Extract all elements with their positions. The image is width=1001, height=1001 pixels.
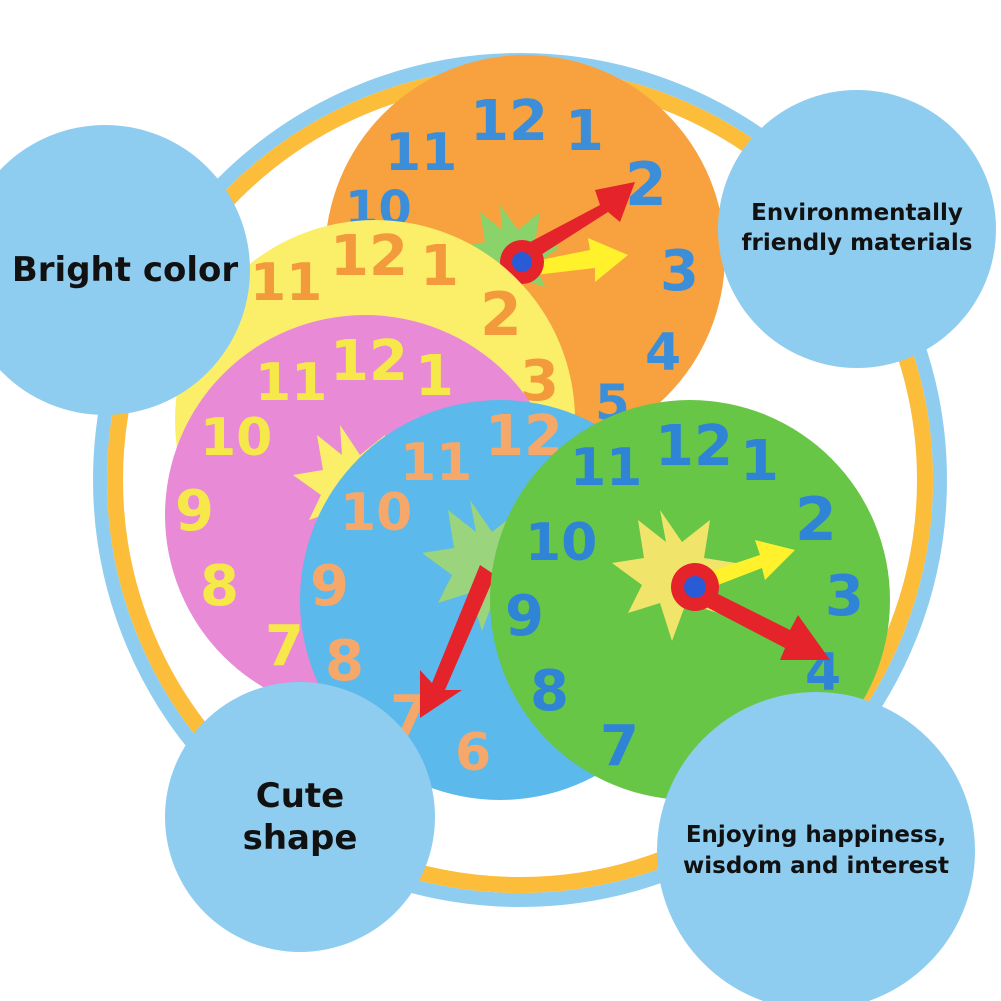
pink-clock-numeral: 11 [255,353,327,413]
blue-clock-numeral: 10 [340,483,412,543]
orange-clock-numeral: 3 [660,239,699,304]
green-clock-numeral: 3 [825,564,864,629]
blue-clock-numeral: 6 [455,723,491,783]
yellow-clock-numeral: 12 [330,224,408,289]
pink-clock-numeral: 8 [200,554,239,619]
green-clock-numeral: 9 [505,584,544,649]
yellow-clock-numeral: 2 [480,280,522,350]
feature-bubble-environment: Environmentally friendly materials [718,90,996,368]
feature-bubble-enjoy: Enjoying happiness, wisdom and interest [657,692,975,1001]
feature-bubble-cute-shape: Cute shape [165,682,435,952]
orange-clock-numeral: 11 [385,123,457,183]
blue-clock-numeral: 11 [400,433,472,493]
feature-bubble-bright-color: Bright color [0,125,250,415]
green-clock-minute-hand [693,585,830,660]
enjoy-label-line1: Enjoying happiness, [685,821,947,848]
green-clock-numeral: 2 [795,485,837,555]
environment-label-line1: Environmentally [751,200,963,227]
green-clock-numeral: 10 [525,513,597,573]
green-clock-numeral: 12 [655,414,733,479]
pink-clock-numeral: 7 [265,614,304,679]
green-clock-numeral: 11 [570,438,642,498]
cute-label-line1: Cute [255,775,345,816]
pink-clock-numeral: 10 [200,408,272,468]
environment-label-line2: friendly materials [741,230,973,256]
orange-clock-numeral: 12 [470,89,548,154]
blue-clock-hand [420,565,495,718]
bright-color-label: Bright color [11,250,239,290]
yellow-clock-numeral: 1 [420,234,459,299]
pink-clock-numeral: 1 [415,344,454,409]
blue-clock-numeral: 9 [310,554,349,619]
orange-clock-minute-hand [515,182,635,265]
green-clock-numeral: 1 [740,429,779,494]
blue-clock-numeral: 8 [325,629,364,694]
orange-clock-numeral: 4 [645,323,681,383]
enjoy-label-line2: wisdom and interest [683,853,949,879]
green-clock-numeral: 7 [600,714,639,779]
yellow-clock-numeral: 11 [250,253,322,313]
green-clock-numeral: 8 [530,659,569,724]
orange-clock-numeral: 1 [565,99,604,164]
cute-label-line2: shape [242,818,358,858]
pink-clock-numeral: 9 [175,479,214,544]
pink-clock-numeral: 12 [330,329,408,394]
orange-clock-hour-hand [530,238,628,282]
green-clock-hour-hand [700,540,795,590]
